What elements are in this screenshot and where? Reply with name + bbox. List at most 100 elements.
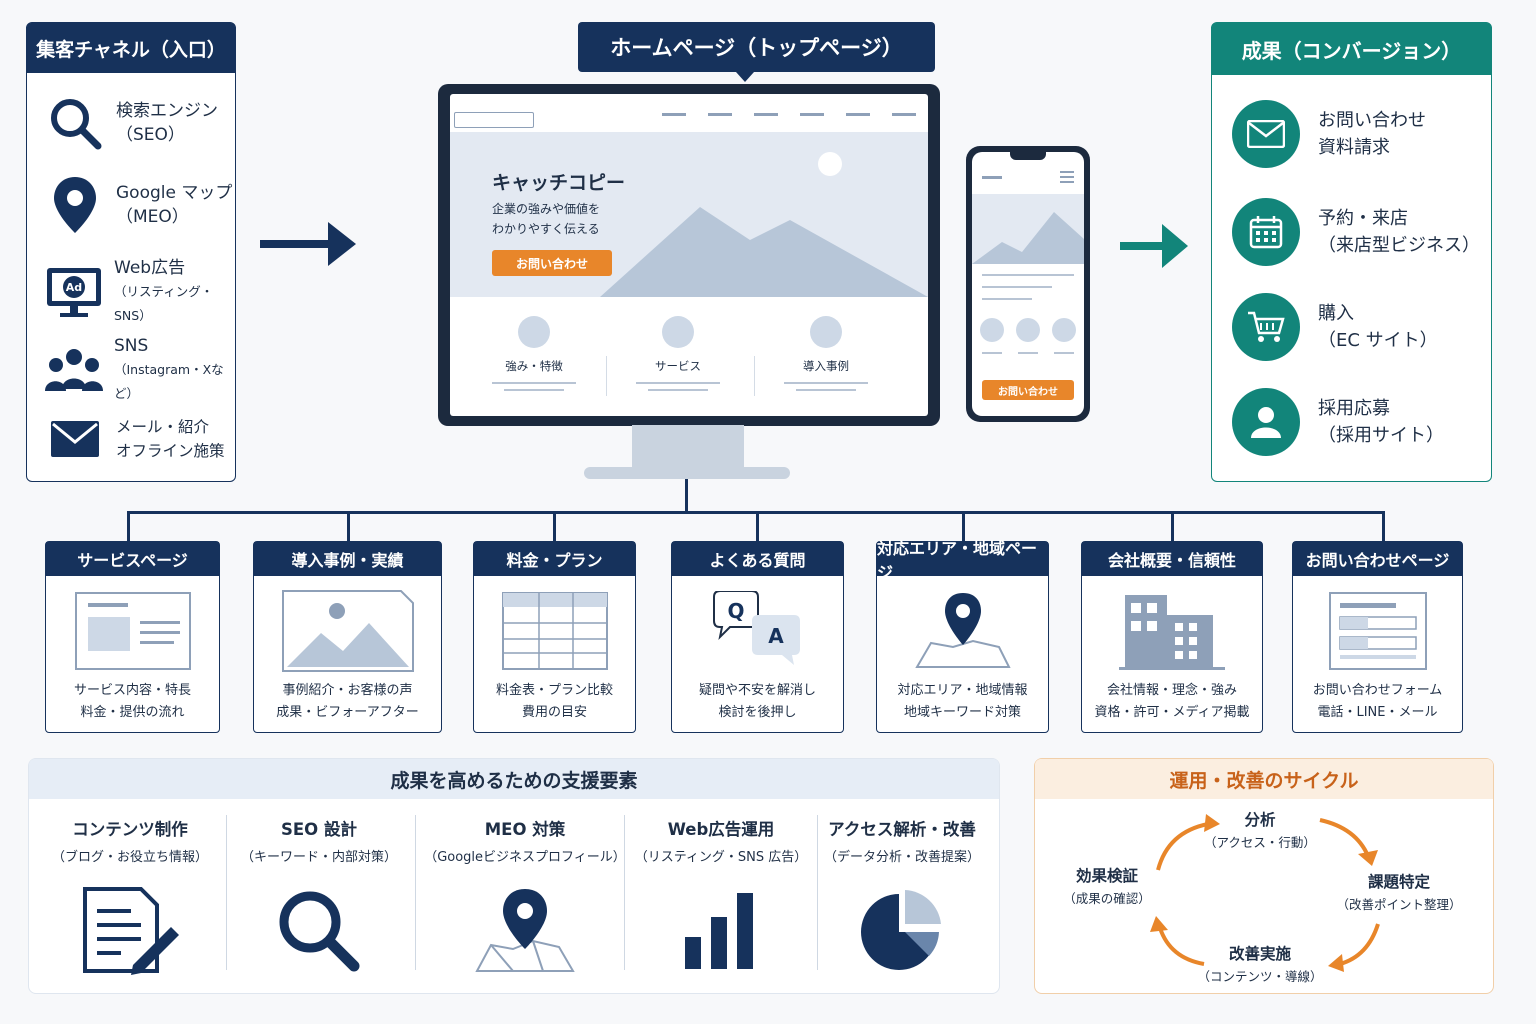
support-item-seo: SEO 設計（キーワード・内部対策） (222, 816, 416, 981)
cycle-step-improve: 改善実施（コンテンツ・導線） (1197, 945, 1323, 984)
conversion-sub: （採用サイト） (1318, 425, 1444, 446)
support-item-analytics: アクセス解析・改善（データ分析・改善提案） (805, 816, 999, 981)
conversion-item-reserve: 予約・来店 （来店型ビジネス） (1232, 198, 1487, 266)
support-item-content: コンテンツ制作（ブログ・お役立ち情報） (33, 816, 227, 981)
monitor-base (584, 467, 790, 479)
mountain-image-icon (972, 212, 1084, 264)
conversion-sub: （EC サイト） (1318, 330, 1438, 351)
desktop-screen: キャッチコピー 企業の強みや価値をわかりやすく伝える お問い合わせ 強み・特徴 … (450, 94, 928, 416)
monitor-stand (632, 425, 744, 470)
page-card-title: 会社概要・信頼性 (1082, 542, 1262, 576)
page-card-company[interactable]: 会社概要・信頼性 会社情報・理念・強み資格・許可・メディア掲載 (1081, 541, 1263, 733)
conversion-item-purchase: 購入 （EC サイト） (1232, 293, 1487, 361)
person-icon (1232, 388, 1300, 456)
catch-sub: 企業の強みや価値をわかりやすく伝える (492, 202, 601, 236)
conversion-label: お問い合わせ (1318, 110, 1426, 131)
catch-copy: キャッチコピー (492, 172, 626, 194)
search-icon (44, 92, 106, 154)
map-pin-icon (44, 174, 106, 236)
channel-item-sns: SNS （Instagram・Xなど） (44, 334, 234, 406)
arrow-right-teal-icon (1120, 224, 1188, 268)
cart-icon (1232, 293, 1300, 361)
conversion-label: 予約・来店 (1318, 208, 1408, 229)
channel-label: メール・紹介 (116, 418, 210, 436)
page-card-desc: 事例紹介・お客様の声成果・ビフォーアフター (276, 683, 419, 720)
page-card-contact[interactable]: お問い合わせページ お問い合わせフォーム電話・LINE・メール (1292, 541, 1463, 733)
hamburger-icon[interactable] (1060, 171, 1074, 183)
channel-panel: 集客チャネル（入口） (26, 22, 236, 482)
ad-monitor-icon: Ad (44, 261, 104, 323)
page-card-area[interactable]: 対応エリア・地域ページ 対応エリア・地域情報地域キーワード対策 (876, 539, 1049, 733)
table-icon (474, 586, 635, 676)
channel-label: 検索エンジン (116, 101, 218, 121)
building-icon (1082, 586, 1262, 676)
svg-text:Ad: Ad (66, 281, 82, 294)
channel-item-mail: メール・紹介オフライン施策 (44, 408, 234, 470)
channel-item-meo: Google マップ （MEO） (44, 174, 234, 236)
feature-col: 導入事例 (776, 316, 876, 391)
cycle-step-issue: 課題特定（改善ポイント整理） (1336, 873, 1462, 912)
phone-cta-button[interactable]: お問い合わせ (982, 380, 1074, 400)
logo-placeholder (454, 112, 534, 128)
page-card-desc: 疑問や不安を解消し検討を後押し (698, 683, 816, 720)
channel-sub: （MEO） (116, 207, 189, 227)
feature-col: サービス (628, 316, 728, 391)
conversion-item-inquiry: お問い合わせ資料請求 (1232, 100, 1487, 168)
hero-cta-button[interactable]: お問い合わせ (492, 250, 612, 276)
webpage-icon (46, 586, 219, 676)
svg-text:A: A (768, 624, 784, 648)
conversion-label: 採用応募 (1318, 398, 1390, 419)
cycle-step-analysis: 分析（アクセス・行動） (1204, 811, 1316, 850)
page-card-title: サービスページ (46, 542, 219, 576)
conversion-sub: 資料請求 (1318, 137, 1390, 158)
connector (685, 479, 688, 513)
mail-icon (44, 408, 106, 470)
page-card-desc: 料金表・プラン比較費用の目安 (495, 683, 613, 720)
mountain-image-icon (600, 152, 928, 297)
page-card-title: 導入事例・実績 (254, 542, 441, 576)
page-card-title: よくある質問 (672, 542, 843, 576)
document-pencil-icon (33, 881, 227, 981)
channel-label: Web広告 (114, 258, 186, 278)
calendar-icon (1232, 198, 1300, 266)
support-item-meo: MEO 対策（Googleビジネスプロフィール） (423, 816, 627, 981)
channel-item-seo: 検索エンジン（SEO） (44, 92, 234, 154)
search-icon (222, 881, 416, 981)
cycle-title: 運用・改善のサイクル (1035, 759, 1493, 799)
map-pin-icon (423, 881, 627, 981)
conversion-sub: （来店型ビジネス） (1318, 235, 1480, 256)
page-card-desc: サービス内容・特長料金・提供の流れ (73, 683, 191, 720)
bar-chart-icon (624, 881, 818, 981)
channel-sub: （リスティング・SNS） (114, 284, 214, 323)
channel-panel-title: 集客チャネル（入口） (27, 23, 235, 73)
cycle-section: 運用・改善のサイクル (1034, 758, 1494, 994)
pie-chart-icon (805, 881, 999, 981)
form-icon (1293, 586, 1462, 676)
support-title: 成果を高めるための支援要素 (29, 759, 999, 799)
channel-sub: （Instagram・Xなど） (114, 362, 224, 401)
page-card-title: 対応エリア・地域ページ (877, 539, 1048, 582)
channel-label: Google マップ (116, 183, 233, 203)
page-card-pricing[interactable]: 料金・プラン 料金表・プラン比較費用の目安 (473, 541, 636, 733)
mail-icon (1232, 100, 1300, 168)
feature-col: 強み・特徴 (484, 316, 584, 391)
page-card-title: お問い合わせページ (1293, 542, 1462, 576)
channel-item-ads: Ad Web広告 （リスティング・SNS） (44, 256, 234, 328)
cycle-step-verify: 効果検証（成果の確認） (1063, 867, 1151, 906)
page-card-cases[interactable]: 導入事例・実績 事例紹介・お客様の声成果・ビフォーアフター (253, 541, 442, 733)
cycle-arrows-icon (1150, 814, 1380, 972)
page-card-service[interactable]: サービスページ サービス内容・特長料金・提供の流れ (45, 541, 220, 733)
conversion-panel-title: 成果（コンバージョン） (1212, 23, 1491, 75)
phone-screen: お問い合わせ (972, 152, 1084, 416)
people-icon (44, 339, 104, 401)
channel-label: SNS (114, 336, 149, 356)
page-card-title: 料金・プラン (474, 542, 635, 576)
image-icon (254, 586, 441, 676)
conversion-label: 購入 (1318, 303, 1354, 324)
page-card-desc: 対応エリア・地域情報地域キーワード対策 (897, 683, 1028, 720)
page-card-desc: 会社情報・理念・強み資格・許可・メディア掲載 (1094, 683, 1250, 720)
homepage-title: ホームページ（トップページ） (578, 22, 935, 82)
conversion-item-recruit: 採用応募 （採用サイト） (1232, 388, 1487, 456)
